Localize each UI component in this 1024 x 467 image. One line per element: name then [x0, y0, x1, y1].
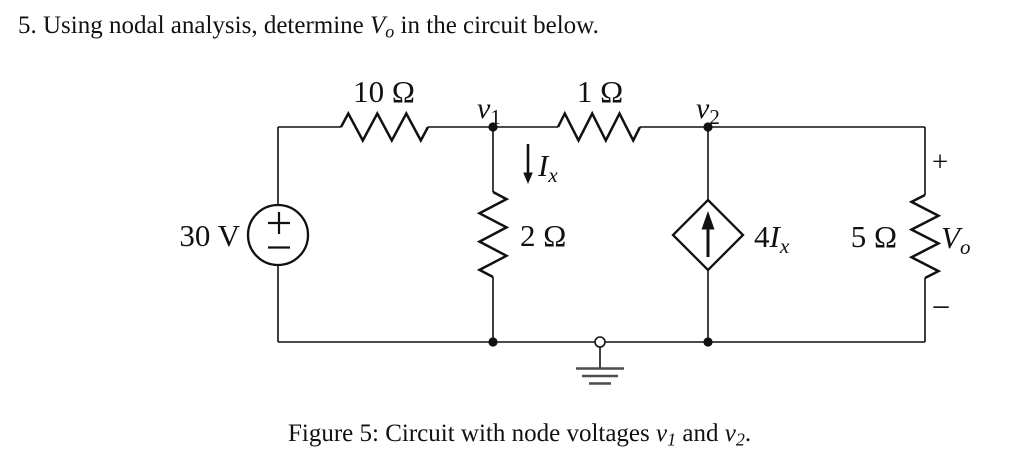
- resistor-10ohm-symbol: [339, 110, 430, 144]
- caption-text-before: Figure 5: Circuit with node voltages: [288, 420, 657, 447]
- resistor-5ohm-label: 5 Ω: [851, 219, 897, 254]
- bottom-node-left-dot: [488, 337, 498, 347]
- voltage-source-polarity: [268, 212, 290, 249]
- output-plus-sign: +: [932, 146, 948, 178]
- vo-symbol: Vo: [370, 12, 395, 42]
- dependent-source-symbol: [671, 198, 745, 272]
- ix-current-label: Ix: [537, 148, 558, 187]
- ground-icon: [576, 336, 624, 385]
- node-v1-label: v1: [477, 92, 501, 129]
- resistor-1ohm-label: 1 Ω: [577, 74, 623, 109]
- resistor-5ohm-symbol: [908, 193, 942, 280]
- output-voltage-label: Vo: [941, 220, 970, 259]
- resistor-10ohm-label: 10 Ω: [353, 74, 415, 109]
- arrows: [523, 144, 715, 257]
- caption-text-end: .: [744, 420, 752, 447]
- component-symbols: [246, 110, 942, 280]
- node-v2-label: v2: [696, 92, 720, 129]
- dependent-source-label: 4Ix: [754, 219, 790, 258]
- circuit-wires: [277, 126, 926, 343]
- caption-v2-symbol: v2: [724, 420, 745, 450]
- voltage-source-symbol: [246, 203, 310, 267]
- dependent-source-arrow-head: [701, 211, 715, 230]
- resistor-2ohm-symbol: [476, 190, 510, 279]
- node-v2-dot: [703, 122, 713, 132]
- problem-text-after: in the circuit below.: [394, 12, 599, 39]
- node-dots: [488, 122, 713, 347]
- figure-caption: Figure 5: Circuit with node voltages v1 …: [288, 420, 752, 450]
- component-labels: 10 Ω 1 Ω 30 V v1 v2 Ix 2 Ω 4Ix 5 Ω Vo + …: [179, 74, 970, 326]
- bottom-node-right-dot: [703, 337, 713, 347]
- ground-terminal-circle: [594, 336, 606, 348]
- source-value-label: 30 V: [179, 218, 240, 253]
- output-minus-sign: −: [932, 290, 951, 326]
- resistor-1ohm-symbol: [556, 110, 642, 144]
- caption-v1-symbol: v1: [656, 420, 677, 450]
- ix-arrow-head: [523, 172, 533, 184]
- source-plus-icon: [268, 212, 290, 234]
- problem-text-before: 5. Using nodal analysis, determine: [18, 12, 371, 39]
- problem-statement: 5. Using nodal analysis, determine Vo in…: [18, 12, 599, 42]
- resistor-2ohm-label: 2 Ω: [520, 218, 566, 253]
- caption-text-mid: and: [676, 420, 725, 447]
- node-v1-dot: [488, 122, 498, 132]
